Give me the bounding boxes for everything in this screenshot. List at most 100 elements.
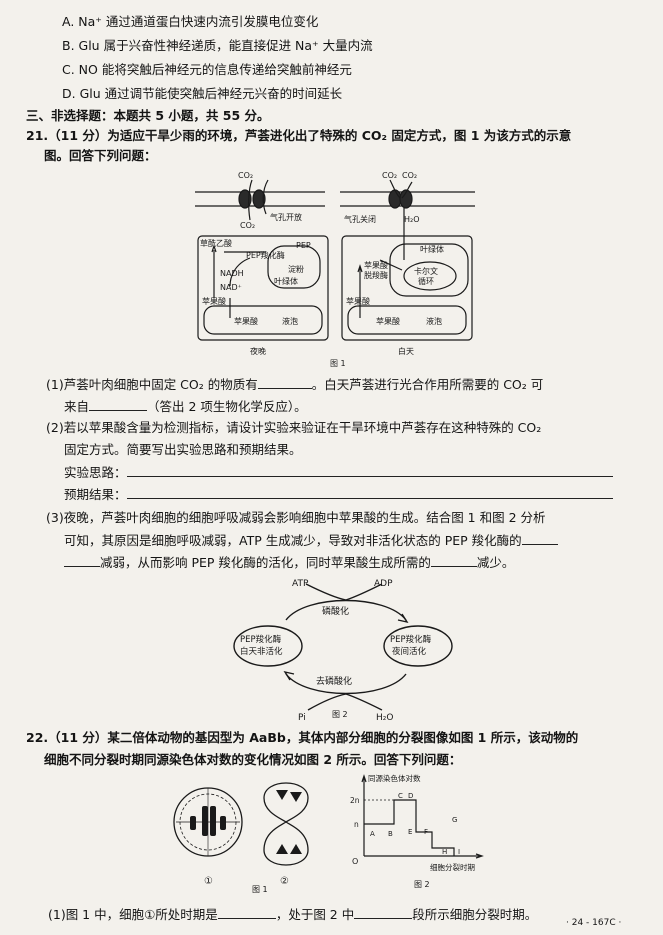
q21-p1-line2: 来自（答出 2 项生物化学反应）。 (64, 398, 307, 415)
q21-p3-text-c: 减弱，从而影响 PEP 羧化酶的活化，同时苹果酸生成所需的 (100, 555, 431, 570)
fig1-malic-vacuole-day: 苹果酸 (376, 316, 400, 326)
fig1-vacuole-day: 液泡 (426, 316, 442, 326)
q21-figure-2: ATP ADP 磷酸化 PEP羧化酶 白天非活化 PEP羧化酶 夜间活化 去磷酸… (233, 579, 453, 723)
q22-figure-1: ① ② (173, 782, 309, 887)
fig1-nad: NAD⁺ (220, 283, 242, 292)
fig1-caption: 图 1 (330, 359, 346, 368)
fig1-vacuole-night: 液泡 (282, 316, 298, 326)
graph-seg-h: H (442, 848, 447, 856)
q22-p1-text-b: ，处于图 2 中 (275, 907, 355, 922)
q21-p3-line3: 减弱，从而影响 PEP 羧化酶的活化，同时苹果酸生成所需的 减少。 (64, 554, 514, 571)
q21-p3-text-b: 可知，其原因是细胞呼吸减弱，ATP 生成减少，导致对非活化状态的 PEP 羧化酶… (64, 533, 522, 548)
fig2-left-1: PEP羧化酶 (240, 634, 282, 645)
q22-cell-1-label: ① (204, 876, 213, 887)
fig1-calvin-1: 卡尔文 (414, 266, 438, 276)
q21-p3-text-d: 减少。 (476, 555, 515, 570)
graph-seg-f: F (424, 828, 428, 836)
q21-p1-blank-2[interactable] (89, 398, 148, 411)
q22-cell-2-label: ② (280, 876, 289, 887)
footer-code: · 24 - 167C · (566, 918, 622, 928)
q21-p2-result: 预期结果： (64, 486, 613, 503)
graph-ylabel: 同源染色体对数 (368, 773, 421, 783)
option-b: B. Glu 属于兴奋性神经递质，能直接促进 Na⁺ 大量内流 (62, 38, 373, 53)
fig1-nadh: NADH (220, 269, 244, 278)
q22-stem-1: 22.（11 分）某二倍体动物的基因型为 AaBb，其体内部分细胞的分裂图像如图… (26, 730, 579, 745)
fig2-atp: ATP (292, 579, 309, 589)
q21-p2-line1: (2)若以苹果酸含量为检测指标，请设计实验来验证在干旱环境中芦荟存在这种特殊的 … (46, 420, 542, 435)
graph-y-2n: 2n (350, 796, 360, 805)
fig1-h2o: H₂O (404, 215, 420, 224)
graph-seg-e: E (408, 828, 412, 836)
fig2-left-2: 白天非活化 (240, 646, 283, 657)
q22-p1-text-a: (1)图 1 中，细胞①所处时期是 (48, 907, 218, 922)
fig1-chloroplast-night: 叶绿体 (274, 276, 298, 286)
q21-p1-text-a: (1)芦荟叶肉细胞中固定 CO₂ 的物质有 (46, 377, 258, 392)
fig2-right-1: PEP羧化酶 (390, 634, 432, 645)
graph-seg-b: B (388, 830, 393, 838)
graph-seg-c: C (398, 792, 403, 800)
fig1-pep-carboxylase: PEP羧化酶 (246, 250, 285, 260)
fig2-dephosphorylation: 去磷酸化 (316, 675, 352, 687)
q21-p3-blank-2[interactable] (430, 554, 477, 567)
q22-p1-text-c: 段所示细胞分裂时期。 (412, 907, 538, 922)
graph-seg-a: A (370, 830, 375, 838)
graph-seg-g: G (452, 816, 457, 824)
fig1-stoma-open: 气孔开放 (270, 212, 302, 222)
option-a: A. Na⁺ 通过通道蛋白快速内流引发膜电位变化 (62, 14, 319, 29)
q21-stem-2: 图。回答下列问题： (44, 148, 157, 163)
option-d: D. Glu 通过调节能使突触后神经元兴奋的时间延长 (62, 86, 343, 101)
fig1-pep: PEP (296, 241, 311, 250)
graph-xlabel: 细胞分裂时期 (430, 862, 475, 872)
fig1-night-label: 夜晚 (250, 346, 266, 356)
graph-origin: O (352, 857, 358, 866)
fig1-starch: 淀粉 (288, 264, 304, 274)
fig1-decarboxylase-1: 苹果酸 (364, 260, 388, 270)
q22-p1: (1)图 1 中，细胞①所处时期是 ，处于图 2 中 段所示细胞分裂时期。 (48, 906, 537, 923)
fig1-co2-bottom-left: CO₂ (240, 221, 255, 230)
fig1-malic-night: 苹果酸 (202, 296, 226, 306)
fig1-calvin-2: 循环 (418, 276, 434, 286)
fig1-day-label: 白天 (398, 346, 414, 356)
fig1-malic-day: 苹果酸 (346, 296, 370, 306)
graph-y-n: n (354, 820, 359, 829)
q21-p3-blank-1[interactable] (521, 532, 558, 545)
q21-p2-idea-blank[interactable] (126, 464, 613, 477)
fig1-co2-top-right-1: CO₂ (382, 171, 397, 180)
fig1-malic-vacuole-night: 苹果酸 (234, 316, 258, 326)
fig2-right-2: 夜间活化 (392, 646, 427, 657)
fig2-adp: ADP (374, 579, 393, 589)
q21-figure-1: CO₂ CO₂ 气孔开放 CO₂ CO₂ 气孔关闭 H₂O 草酰乙酸 PEP羧化… (195, 171, 475, 368)
q21-p2-idea: 实验思路： (64, 464, 613, 481)
q21-stem-1: 21.（11 分）为适应干旱少雨的环境，芦荟进化出了特殊的 CO₂ 固定方式，图… (26, 128, 572, 143)
q21-p1-text-b: 。白天芦荟进行光合作用所需要的 CO₂ 可 (311, 377, 544, 392)
q21-p2-result-label: 预期结果： (64, 487, 127, 502)
q21-p2-line2: 固定方式。简要写出实验思路和预期结果。 (64, 442, 302, 457)
q21-p2-idea-label: 实验思路： (64, 465, 127, 480)
q21-p2-result-blank[interactable] (126, 486, 613, 499)
fig2-caption: 图 2 (332, 710, 348, 719)
fig1-co2-top-right-2: CO₂ (402, 171, 417, 180)
option-c: C. NO 能将突触后神经元的信息传递给突触前神经元 (62, 62, 352, 77)
section-title: 三、非选择题：本题共 5 小题，共 55 分。 (26, 108, 270, 123)
q21-p1-blank-1[interactable] (257, 376, 312, 389)
q21-p1-line1: (1)芦荟叶肉细胞中固定 CO₂ 的物质有 。白天芦荟进行光合作用所需要的 CO₂… (46, 376, 543, 393)
q22-p1-blank-1[interactable] (217, 906, 276, 919)
graph-seg-i: I (458, 848, 460, 856)
q22-stem-2: 细胞不同分裂时期同源染色体对数的变化情况如图 2 所示。回答下列问题： (44, 752, 462, 767)
q22-p1-blank-2[interactable] (354, 906, 413, 919)
graph-seg-d: D (408, 792, 413, 800)
q21-p3-blank-1-cont[interactable] (64, 554, 100, 567)
fig1-chloroplast-day: 叶绿体 (420, 244, 444, 254)
q21-p3-line2: 可知，其原因是细胞呼吸减弱，ATP 生成减少，导致对非活化状态的 PEP 羧化酶… (64, 532, 558, 549)
fig2-phosphorylation: 磷酸化 (322, 605, 349, 617)
q21-p1-text-c: 来自 (64, 399, 90, 414)
fig1-stoma-closed: 气孔关闭 (344, 214, 376, 224)
q22-fig2-caption: 图 2 (414, 880, 430, 889)
fig1-co2-top-left: CO₂ (238, 171, 253, 180)
q22-figure-2-graph: 同源染色体对数 2n n O A B C D E F G H I 细胞分裂时期 (350, 773, 484, 872)
fig1-decarboxylase-2: 脱羧酶 (364, 270, 388, 280)
fig2-h2o: H₂O (376, 713, 393, 723)
fig1-oaa: 草酰乙酸 (200, 238, 232, 248)
q22-fig1-caption: 图 1 (252, 885, 268, 894)
fig2-pi: Pi (298, 713, 306, 723)
